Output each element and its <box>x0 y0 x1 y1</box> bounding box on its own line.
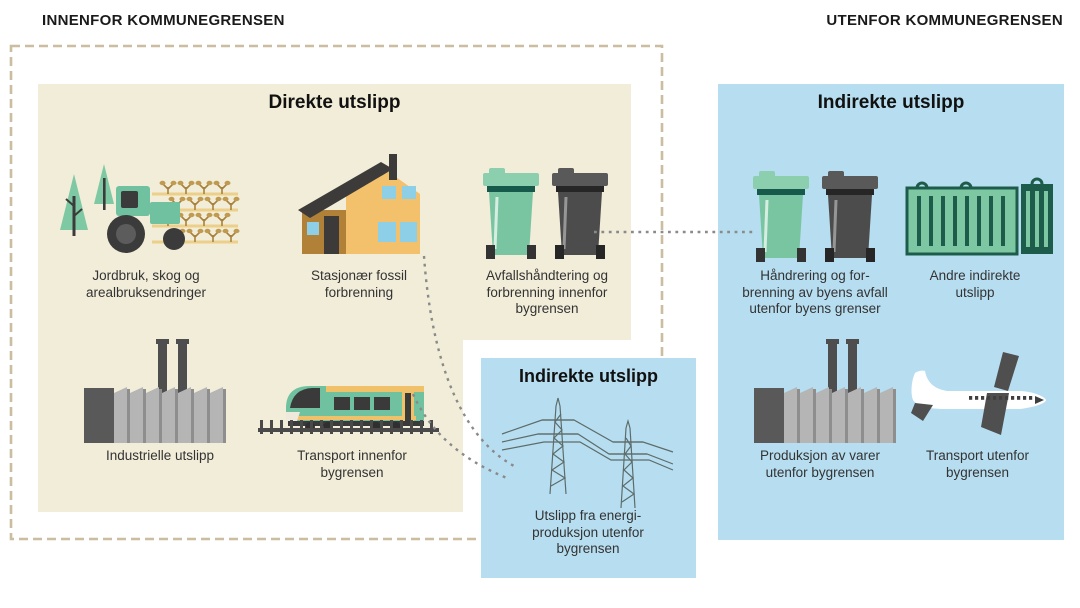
airplane-icon <box>911 352 1046 435</box>
item-label: Håndrering og for- brenning av byens avf… <box>742 268 888 317</box>
waste-bins-icon <box>751 169 880 264</box>
factory-icon <box>84 339 226 443</box>
farm-tractor-field-icon <box>60 164 240 253</box>
waste-bins-icon <box>481 166 610 261</box>
header-inside-boundary: INNENFOR KOMMUNEGRENSEN <box>42 12 285 29</box>
item-label: Transport innenfor bygrensen <box>297 448 407 480</box>
indirect-outside-title: Indirekte utslipp <box>817 92 965 113</box>
train-icon <box>258 386 439 434</box>
item-label: Industrielle utslipp <box>105 448 215 463</box>
item-label: Transport utenfor bygrensen <box>925 448 1030 480</box>
indirect-outside-box <box>718 84 1064 540</box>
power-lines-icon <box>501 397 674 508</box>
item-label: Avfallshåndtering og forbrenning innenfo… <box>485 268 609 317</box>
item-label: Utslipp fra energi- produksjon utenfor b… <box>532 508 644 557</box>
house-icon <box>298 154 420 254</box>
shipping-container-icon <box>905 177 1053 256</box>
item-label: Produksjon av varer utenfor bygrensen <box>759 448 881 480</box>
factory-icon <box>754 339 896 443</box>
header-outside-boundary: UTENFOR KOMMUNEGRENSEN <box>826 12 1063 29</box>
indirect-energy-title: Indirekte utslipp <box>518 366 659 386</box>
item-label: Andre indirekte utslipp <box>929 268 1021 300</box>
direct-emissions-title: Direkte utslipp <box>268 92 401 113</box>
item-label: Jordbruk, skog og arealbruksendringer <box>85 268 207 300</box>
item-label: Stasjonær fossil forbrenning <box>310 268 408 300</box>
